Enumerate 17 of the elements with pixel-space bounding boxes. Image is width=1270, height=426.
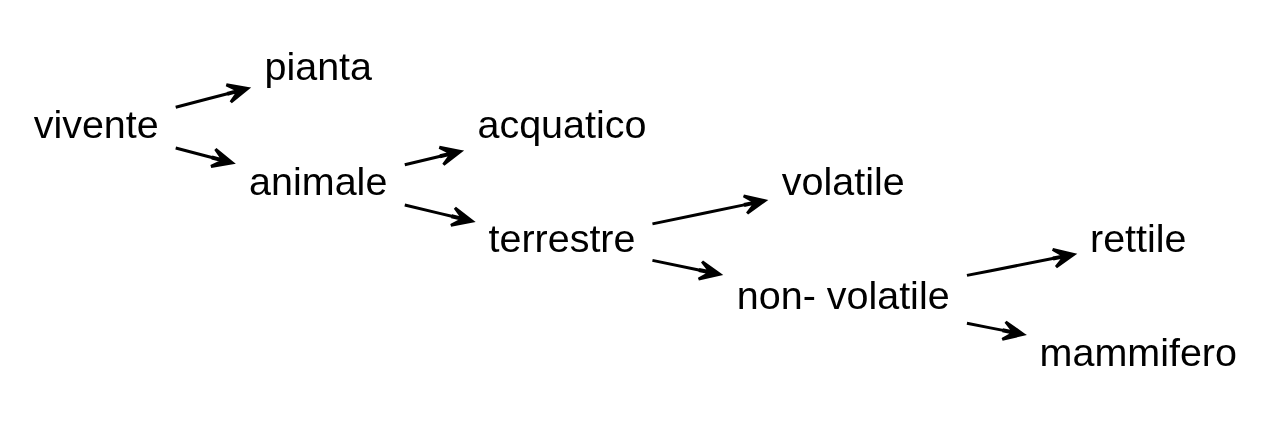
arrow — [966, 319, 1025, 341]
node-text: rettile — [1090, 215, 1187, 260]
node-text: mammifero — [1039, 329, 1237, 374]
arrow — [652, 258, 722, 280]
node-text: terrestre — [488, 215, 636, 260]
arrow — [175, 146, 234, 168]
arrow — [966, 247, 1076, 277]
arrow — [175, 82, 250, 109]
node-text: volatile — [781, 158, 905, 203]
node-text: acquatico — [477, 101, 647, 146]
arrow — [404, 145, 463, 166]
arrow — [652, 194, 767, 225]
node-text: vivente — [33, 101, 159, 146]
node-text: animale — [249, 158, 388, 203]
node-text: pianta — [264, 43, 373, 88]
node-text: non- volatile — [736, 272, 950, 317]
arrow — [404, 203, 474, 227]
